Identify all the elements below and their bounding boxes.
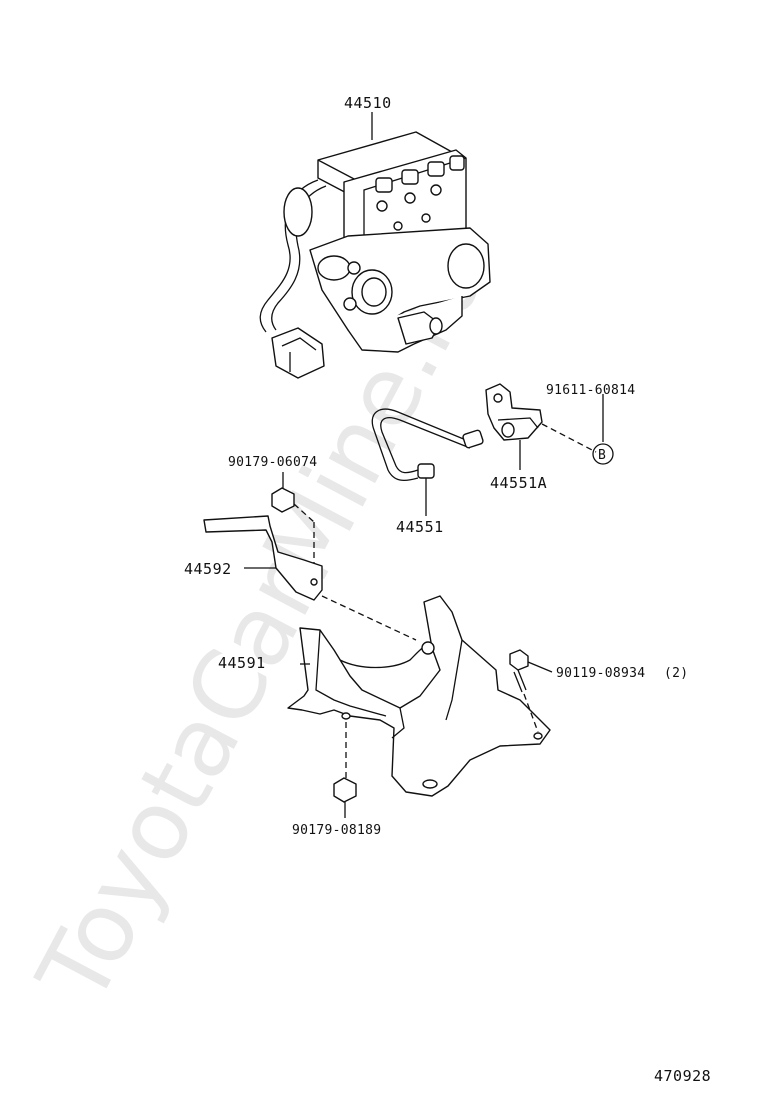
- label-44510: 44510: [344, 94, 392, 112]
- label-90119-08934: 90119-08934: [556, 666, 645, 681]
- upper-nut-drawing: [271, 487, 295, 513]
- ref-marker-circle: [592, 443, 614, 465]
- label-90179-08189: 90179-08189: [292, 823, 381, 838]
- brake-tube-drawing: [371, 408, 484, 516]
- side-bolt-drawing: [509, 649, 553, 733]
- label-90179-06074: 90179-06074: [228, 455, 317, 470]
- dash-bracket-align: [321, 595, 417, 641]
- bracket-sub-drawing: [485, 383, 604, 470]
- label-44591: 44591: [218, 654, 266, 672]
- lower-nut-drawing: [333, 777, 357, 803]
- main-bracket-drawing: [287, 595, 551, 797]
- label-44592: 44592: [184, 560, 232, 578]
- label-44551: 44551: [396, 518, 444, 536]
- diagram-code: 470928: [654, 1067, 711, 1085]
- label-90119-08934-qty: (2): [664, 666, 688, 681]
- ref-marker-b: B: [598, 448, 606, 463]
- abs-actuator-drawing: [259, 112, 491, 379]
- upper-bracket-drawing: [203, 515, 323, 601]
- dash-upper-nut: [293, 503, 315, 523]
- label-91611-60814: 91611-60814: [546, 383, 635, 398]
- label-44551a: 44551A: [490, 474, 547, 492]
